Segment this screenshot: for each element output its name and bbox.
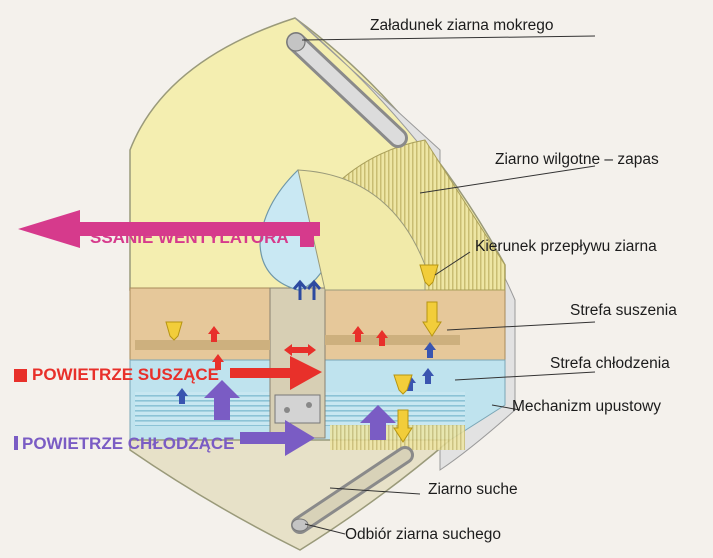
cooling-air-marker xyxy=(14,436,18,450)
cooling-stripes-right xyxy=(325,392,465,426)
cooling-blue-arrow-1 xyxy=(422,368,434,384)
grain-flow-direction-label: Kierunek przepływu ziarna xyxy=(475,238,657,255)
drying-air-label: POWIETRZE SUSZĄCE xyxy=(32,365,220,384)
cooling-zone-label: Strefa chłodzenia xyxy=(550,355,670,372)
cooling-up-arrow-left xyxy=(204,380,240,420)
drying-air-marker xyxy=(14,369,27,382)
wet-grain-loading-label: Załadunek ziarna mokrego xyxy=(370,17,554,34)
drying-up-arrow-4 xyxy=(212,354,224,370)
cooling-air-arrow xyxy=(240,420,315,456)
grain-flow-arrow-3 xyxy=(165,321,183,341)
cooling-air-label: POWIETRZE CHŁODZĄCE xyxy=(22,434,235,453)
drying-shelf-left xyxy=(135,340,270,350)
grain-flow-arrow-4 xyxy=(393,374,413,395)
dry-grain-label: Ziarno suche xyxy=(428,481,518,498)
cooling-blue-arrow-3 xyxy=(424,342,436,358)
fan-suction-arrow xyxy=(18,210,320,248)
grain-flow-arrow-2 xyxy=(422,301,442,337)
suction-up-arrows xyxy=(292,279,322,300)
grain-flow-arrow-1 xyxy=(419,264,439,287)
fan-suction-label: SSANIE WENTYLATORA xyxy=(90,228,289,247)
central-discharge-box xyxy=(274,394,321,424)
cooling-stripes-left xyxy=(135,392,270,426)
drying-up-arrow-1 xyxy=(208,326,220,342)
central-double-arrow xyxy=(284,344,316,356)
drying-up-arrow-2 xyxy=(352,326,364,342)
drying-zone-label: Strefa suszenia xyxy=(570,302,677,319)
fan-suction-marker xyxy=(300,233,314,247)
drying-air-arrow xyxy=(230,356,322,390)
grain-flow-arrow-5 xyxy=(393,409,413,443)
wet-grain-stock-label: Ziarno wilgotne – zapas xyxy=(495,151,659,168)
discharge-mechanism-label: Mechanizm upustowy xyxy=(512,398,662,415)
dry-grain-collection-label: Odbiór ziarna suchego xyxy=(345,526,501,543)
discharge-roller-1 xyxy=(284,407,290,413)
drying-shelf-right xyxy=(325,335,460,345)
cooling-blue-arrow-4 xyxy=(176,388,188,404)
discharge-roller-2 xyxy=(306,402,312,408)
dry-grain-bottom xyxy=(129,439,453,551)
loading-pipe xyxy=(286,32,408,148)
cooling-up-arrow-right xyxy=(360,405,396,440)
drying-up-arrow-3 xyxy=(376,330,388,346)
leader-lines xyxy=(301,35,596,535)
